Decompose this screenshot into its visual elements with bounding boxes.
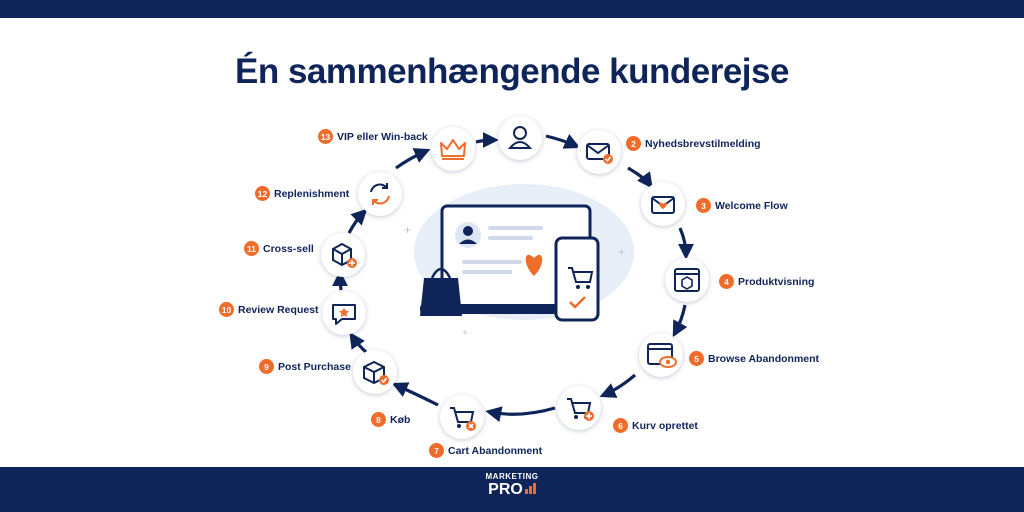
envelope-check-icon: [586, 143, 613, 164]
step-7-label: 7 Cart Abandonment: [429, 443, 542, 458]
page-title: Én sammenhængende kunderejse: [235, 52, 789, 91]
step-3-label: 3 Welcome Flow: [696, 198, 788, 213]
svg-text:+: +: [618, 245, 625, 259]
marketingpro-logo: MARKETING PRO: [485, 472, 539, 498]
step-9-label: 9 Post Purchase: [259, 359, 351, 374]
node-4: [665, 258, 709, 302]
step-5-label: 5 Browse Abandonment: [689, 351, 819, 366]
node-11: [321, 233, 365, 277]
arrow-5: [599, 373, 637, 398]
arrow-12: [475, 132, 499, 149]
arrow-4: [672, 304, 688, 338]
node-2: [577, 130, 621, 174]
arrow-6: [485, 406, 556, 423]
cart-x-icon: [450, 407, 476, 431]
node-10: [322, 291, 366, 335]
browser-eye-icon: [647, 343, 677, 368]
node-3: [641, 182, 685, 226]
arrow-3: [677, 227, 694, 260]
node-5: [639, 333, 683, 377]
devices-illustration: + + +: [404, 184, 634, 339]
cart-plus-icon: [567, 398, 594, 421]
step-6-label: 6 Kurv oprettet: [613, 418, 698, 433]
bars-icon: [524, 481, 536, 498]
step-13-label: 13 VIP eller Win-back: [318, 129, 428, 144]
arrow-2: [627, 166, 653, 189]
arrow-7: [391, 382, 439, 407]
node-13: [431, 127, 475, 171]
arrow-8: [349, 332, 368, 354]
arrow-11: [395, 148, 431, 170]
envelope-heart-icon: [651, 196, 675, 214]
arrow-9: [332, 270, 349, 291]
step-8-label: 8 Køb: [371, 412, 410, 427]
package-check-icon: [363, 360, 389, 385]
step-2-label: 2 Nyhedsbrevstilmelding: [626, 136, 761, 151]
box-plus-icon: [332, 242, 357, 268]
svg-text:+: +: [404, 223, 411, 237]
arrow-10: [347, 208, 368, 234]
node-7: [440, 395, 484, 439]
start-node: [498, 116, 542, 160]
crown-icon: [440, 139, 466, 160]
arrow-1: [545, 134, 581, 149]
node-9: [353, 350, 397, 394]
chat-star-icon: [332, 304, 356, 325]
footer-band: [0, 467, 1024, 512]
node-6: [557, 386, 601, 430]
browser-box-icon: [674, 268, 700, 292]
step-10-label: 10 Review Request: [219, 302, 319, 317]
refresh-icon: [370, 183, 390, 205]
node-12: [358, 172, 402, 216]
step-4-label: 4 Produktvisning: [719, 274, 814, 289]
user-icon: [507, 126, 533, 149]
step-11-label: 11 Cross-sell: [244, 241, 314, 256]
svg-text:+: +: [462, 328, 468, 339]
step-12-label: 12 Replenishment: [255, 186, 349, 201]
top-band: [0, 0, 1024, 18]
